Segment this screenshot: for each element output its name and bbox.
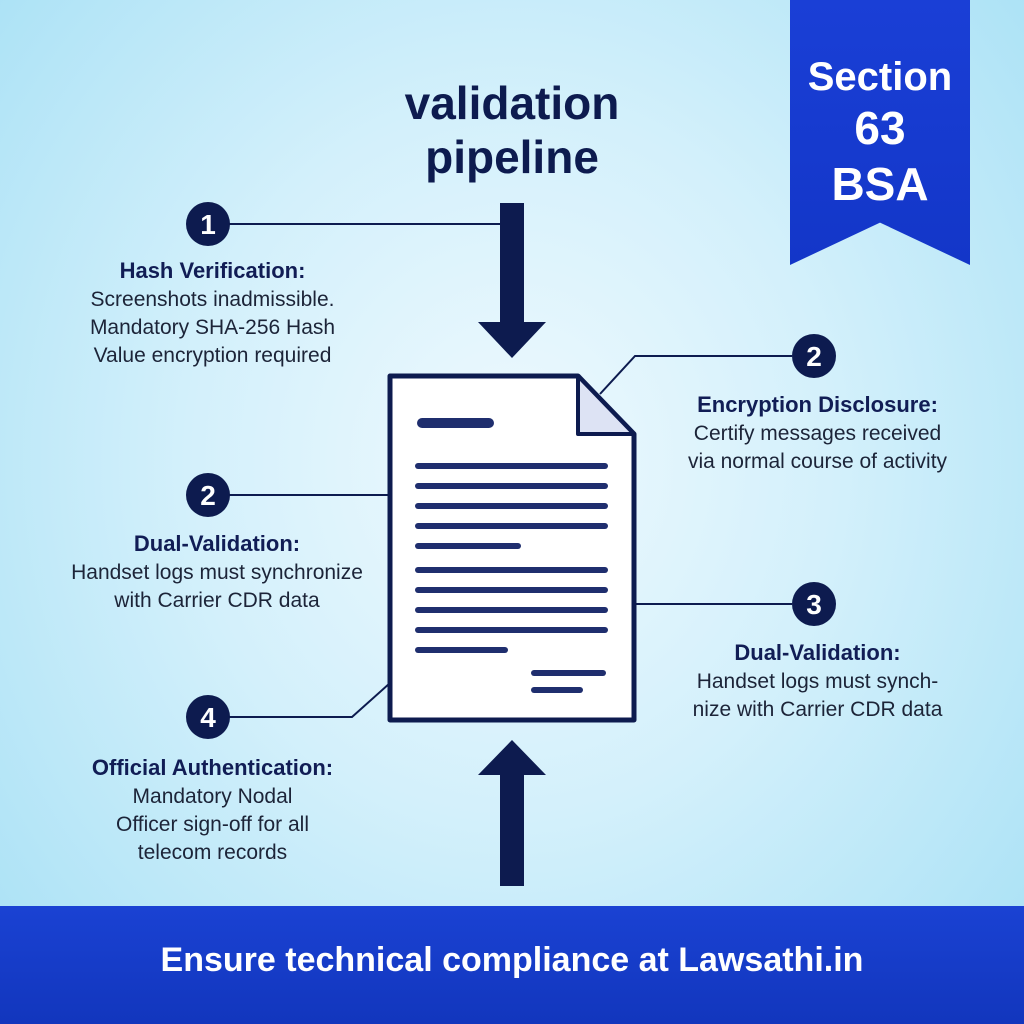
step-1-body-line: Mandatory SHA-256 Hash	[89, 316, 336, 339]
step-4-body: Mandatory Nodal Officer sign-off for all…	[40, 783, 385, 867]
step-3-heading: Dual-Validation:	[734, 640, 901, 665]
step-3-body-line: Handset logs must synch-	[696, 670, 939, 693]
badge-line-section: Section	[807, 55, 953, 99]
arrow-down-icon	[478, 203, 546, 358]
step-2-left-block: Dual-Validation: Handset logs must synch…	[32, 531, 402, 615]
step-2-right-body-line: Certify messages received	[693, 422, 942, 445]
step-1-number: 1	[200, 209, 216, 240]
step-2-right-marker: 2	[792, 334, 836, 378]
badge-line-number: 63	[854, 102, 906, 154]
badge-line-act: BSA	[831, 158, 929, 210]
connector-step-4	[223, 682, 391, 718]
step-4-marker: 4	[186, 695, 230, 739]
connector-step-2-right	[599, 355, 792, 395]
step-2-right-heading: Encryption Disclosure:	[697, 392, 938, 417]
step-2-left-body: Handset logs must synchronize with Carri…	[32, 559, 402, 615]
step-4-body-line: Mandatory Nodal	[132, 785, 293, 808]
section-badge	[790, 0, 970, 265]
step-1-block: Hash Verification: Screenshots inadmissi…	[40, 258, 385, 370]
page-title: validation pipeline	[404, 77, 620, 183]
step-3-marker: 3	[792, 582, 836, 626]
step-2-right-number: 2	[806, 341, 822, 372]
step-3-body-line: nize with Carrier CDR data	[692, 698, 943, 721]
step-1-heading: Hash Verification:	[119, 258, 306, 283]
step-1-body: Screenshots inadmissible. Mandatory SHA-…	[40, 286, 385, 370]
footer-text: Ensure technical compliance at Lawsathi.…	[160, 941, 864, 979]
step-2-left-marker: 2	[186, 473, 230, 517]
step-4-number: 4	[200, 702, 216, 733]
step-2-right-block: Encryption Disclosure: Certify messages …	[645, 392, 990, 476]
step-2-left-number: 2	[200, 480, 216, 511]
section-badge-label: Section 63 BSA	[790, 54, 970, 212]
step-3-body: Handset logs must synch- nize with Carri…	[645, 668, 990, 724]
step-1-body-line: Screenshots inadmissible.	[90, 288, 335, 311]
step-2-right-body: Certify messages received via normal cou…	[645, 420, 990, 476]
step-3-block: Dual-Validation: Handset logs must synch…	[645, 640, 990, 724]
step-3-number: 3	[806, 589, 822, 620]
step-1-body-line: Value encryption required	[93, 344, 332, 367]
step-4-body-line: Officer sign-off for all	[116, 813, 309, 836]
arrow-up-icon	[478, 740, 546, 886]
step-2-left-body-line: with Carrier CDR data	[114, 589, 320, 612]
step-2-right-body-line: via normal course of activity	[687, 450, 948, 473]
step-4-block: Official Authentication: Mandatory Nodal…	[40, 755, 385, 867]
step-4-body-line: telecom records	[137, 841, 288, 864]
step-2-left-body-line: Handset logs must synchronize	[71, 561, 363, 584]
step-2-left-heading: Dual-Validation:	[133, 531, 301, 556]
footer-banner	[0, 906, 1024, 1024]
step-1-marker: 1	[186, 202, 230, 246]
step-4-heading: Official Authentication:	[91, 755, 334, 780]
document-icon	[387, 373, 637, 723]
